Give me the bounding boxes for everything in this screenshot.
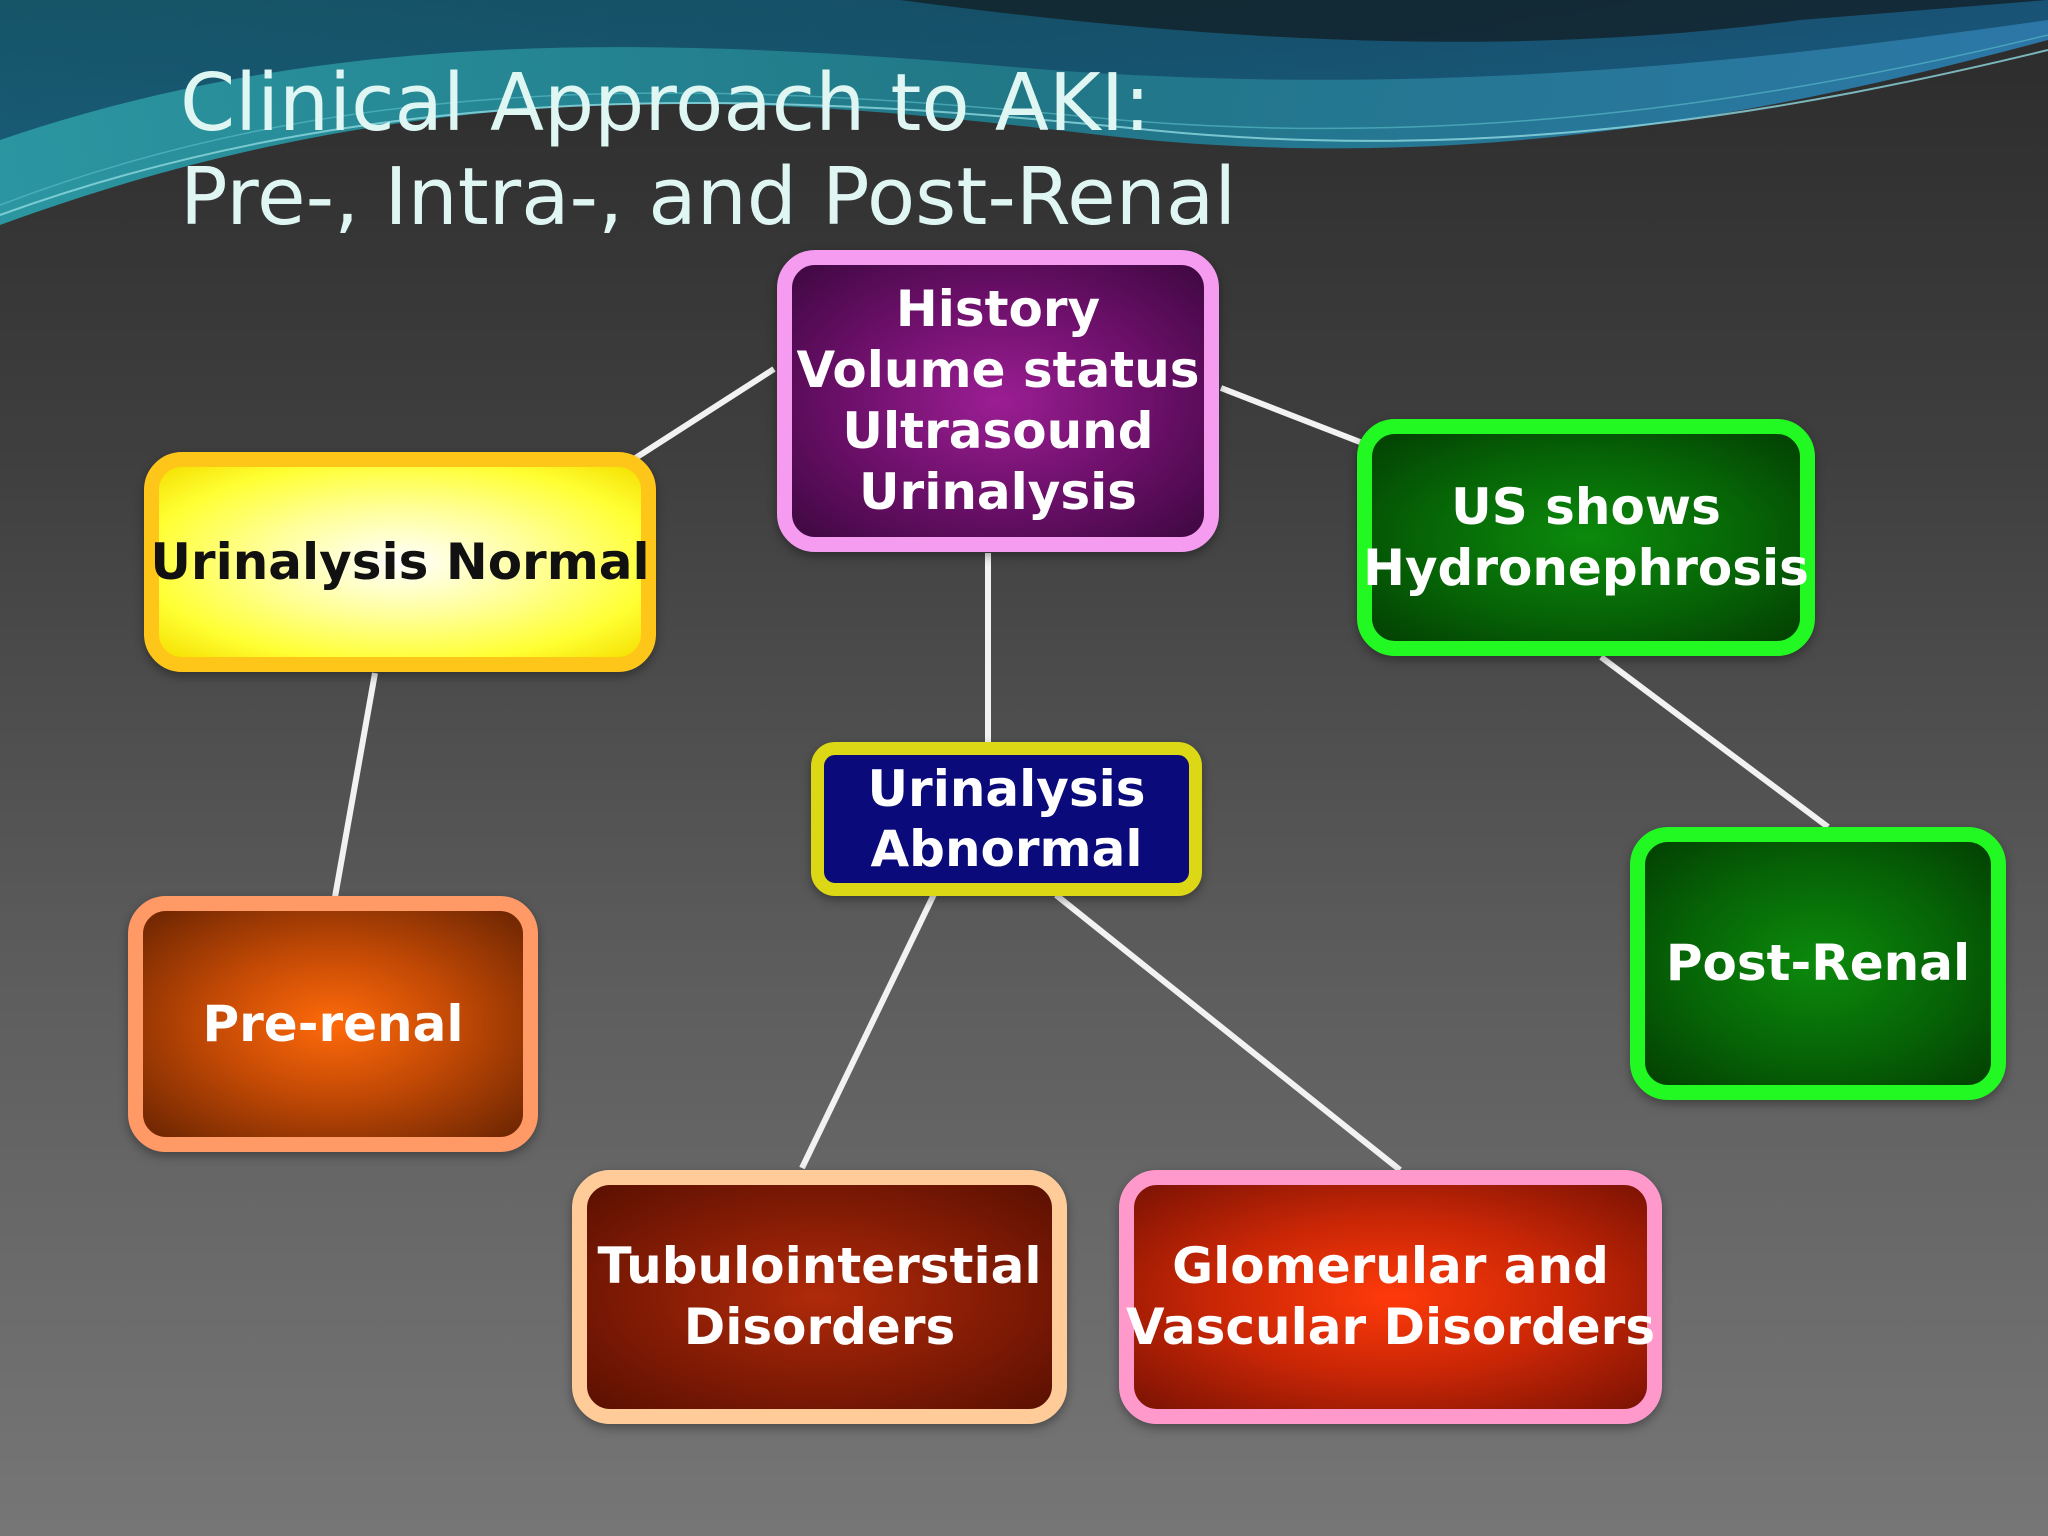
node-tubulointerstitial-line-2: Disorders <box>683 1298 956 1356</box>
connector-urinalysis-abnormal-to-glomerular-vascular <box>1054 892 1402 1173</box>
node-history-line-1: History <box>895 280 1101 338</box>
node-us-hydronephrosis-line-1: US shows <box>1451 477 1721 536</box>
node-history-line-4: Urinalysis <box>858 463 1138 521</box>
node-us-hydronephrosis: US shows Hydronephrosis <box>1357 419 1815 656</box>
node-urinalysis-abnormal-line-1: Urinalysis <box>867 760 1146 818</box>
slide-title-line-1: Clinical Approach to AKI: <box>180 57 1151 149</box>
node-us-hydronephrosis-line-2: Hydronephrosis <box>1363 538 1809 597</box>
slide-title: Clinical Approach to AKI: Pre-, Intra-, … <box>180 56 1236 244</box>
node-tubulointerstitial-line-1: Tubulointerstial <box>597 1237 1042 1295</box>
node-urinalysis-abnormal-line-2: Abnormal <box>870 820 1143 878</box>
node-pre-renal: Pre-renal <box>128 896 538 1152</box>
node-history-line-3: Ultrasound <box>842 402 1154 460</box>
connector-urinalysis-abnormal-to-tubulointerstitial <box>799 886 940 1170</box>
node-tubulointerstitial-disorders: Tubulointerstial Disorders <box>572 1170 1067 1424</box>
connector-history-to-urinalysis-normal <box>632 366 776 462</box>
header-wave-decoration <box>0 0 2048 225</box>
connector-history-to-us-hydronephrosis <box>1219 385 1362 445</box>
node-history: History Volume status Ultrasound Urinaly… <box>777 250 1219 552</box>
node-pre-renal-label: Pre-renal <box>202 994 464 1053</box>
node-urinalysis-normal-label: Urinalysis Normal <box>150 532 650 591</box>
slide-title-line-2: Pre-, Intra-, and Post-Renal <box>180 151 1237 243</box>
node-urinalysis-abnormal: Urinalysis Abnormal <box>811 742 1202 896</box>
node-post-renal: Post-Renal <box>1630 827 2006 1100</box>
node-glomerular-vascular-line-2: Vascular Disorders <box>1125 1298 1656 1356</box>
node-post-renal-label: Post-Renal <box>1665 934 1971 992</box>
connector-us-hydronephrosis-to-post-renal <box>1599 654 1830 830</box>
node-glomerular-vascular-line-1: Glomerular and <box>1172 1237 1609 1295</box>
node-glomerular-vascular-disorders: Glomerular and Vascular Disorders <box>1119 1170 1662 1424</box>
connector-urinalysis-normal-to-pre-renal <box>332 672 378 898</box>
node-urinalysis-normal: Urinalysis Normal <box>144 452 656 672</box>
node-history-line-2: Volume status <box>796 341 1200 399</box>
